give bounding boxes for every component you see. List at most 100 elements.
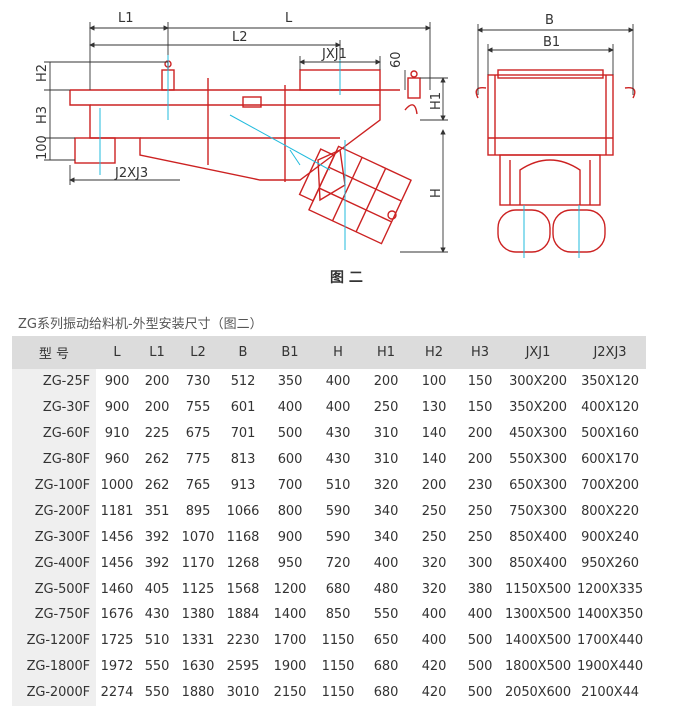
table-cell: 813: [230, 452, 256, 468]
table-cell: 351: [144, 503, 170, 519]
dim-JXJ1: JXJ1: [321, 47, 347, 62]
table-cell: 600: [277, 452, 303, 468]
table-cell: 1331: [181, 633, 215, 649]
table-cell: 1800X500: [504, 659, 571, 675]
table-cell: ZG-30F: [12, 394, 96, 421]
table-cell: 850X400: [509, 555, 567, 571]
table-cell: 350X120: [581, 374, 639, 390]
table-cell: 913: [230, 478, 256, 493]
table-cell: 250: [421, 503, 447, 519]
table-cell: 900: [277, 529, 303, 545]
table-cell: ZG-2000F: [12, 679, 96, 706]
table-cell: 1400X500: [504, 633, 571, 649]
table-cell: 420: [421, 659, 447, 675]
table-cell: 590: [325, 529, 351, 545]
table-cell: 1700X440: [576, 633, 643, 649]
table-cell: 1900: [273, 659, 307, 675]
table-cell: 680: [373, 659, 399, 675]
column-header: B: [220, 336, 266, 369]
table-cell: 380: [467, 581, 493, 597]
dim-H1: H1: [429, 92, 444, 110]
table-cell: 200: [467, 426, 493, 442]
table-cell: 1125: [181, 581, 215, 597]
table-cell: 262: [144, 452, 170, 468]
table-cell: 250: [467, 529, 493, 545]
table-cell: 200: [421, 478, 447, 493]
table-cell: 150: [467, 374, 493, 390]
table-cell: 2100X44: [581, 685, 639, 701]
dim-B: B: [545, 13, 554, 28]
table-cell: 200: [373, 374, 399, 390]
table-cell: 720: [325, 555, 351, 571]
table-cell: 350X200: [509, 400, 567, 416]
dim-H2: H2: [35, 64, 50, 82]
table-cell: 510: [144, 633, 170, 649]
table-cell: 1066: [226, 503, 260, 519]
table-cell: 1725: [100, 633, 134, 649]
table-cell: 1400X350: [576, 607, 643, 623]
table-cell: 775: [185, 452, 211, 468]
table-cell: 1972: [100, 659, 134, 675]
table-cell: 480: [373, 581, 399, 597]
table-cell: 1181: [100, 503, 134, 519]
table-cell: 550: [144, 685, 170, 701]
table-caption: ZG系列振动给料机-外型安装尺寸（图二）: [18, 317, 263, 332]
table-cell: 1676: [100, 607, 134, 623]
table-cell: 400: [325, 374, 351, 390]
table-cell: 310: [373, 452, 399, 468]
table-cell: 320: [421, 581, 447, 597]
dim-J2XJ3: J2XJ3: [114, 166, 148, 181]
table-cell: 450X300: [509, 426, 567, 442]
table-cell: 392: [144, 529, 170, 545]
table-cell: 590: [325, 503, 351, 519]
table-cell: 262: [144, 478, 170, 493]
table-cell: 1456: [100, 529, 134, 545]
dim-L1: L1: [118, 11, 134, 26]
table-cell: 100: [421, 374, 447, 390]
table-cell: 1460: [100, 581, 134, 597]
table-cell: 765: [185, 478, 211, 493]
table-cell: 1070: [181, 529, 215, 545]
table-cell: 680: [373, 685, 399, 701]
table-cell: 730: [185, 374, 211, 390]
table-cell: 512: [230, 374, 256, 390]
dim-H3: H3: [35, 106, 50, 124]
table-cell: 800X220: [581, 503, 639, 519]
column-header: L2: [176, 336, 220, 369]
table-cell: 2274: [100, 685, 134, 701]
table-cell: 300X200: [509, 374, 567, 390]
table-cell: 500: [467, 633, 493, 649]
front-view: [475, 69, 636, 253]
table-cell: 601: [230, 400, 256, 416]
table-cell: 900: [104, 400, 130, 416]
column-header: 型 号: [12, 336, 96, 369]
table-cell: 1000: [100, 478, 134, 493]
table-cell: 400: [421, 607, 447, 623]
table-cell: 320: [421, 555, 447, 571]
table-cell: 405: [144, 581, 170, 597]
figure-label: 图 二: [330, 270, 363, 286]
table-cell: 400: [373, 555, 399, 571]
table-cell: 130: [421, 400, 447, 416]
table-cell: 392: [144, 555, 170, 571]
table-cell: 1150X500: [504, 581, 571, 597]
table-cell: 701: [230, 426, 256, 442]
side-view: [69, 60, 421, 245]
dim-B1: B1: [543, 35, 560, 50]
table-cell: ZG-400F: [12, 550, 96, 577]
table-cell: 1268: [226, 555, 260, 571]
table-cell: 1568: [226, 581, 260, 597]
table-cell: 230: [467, 478, 493, 493]
table-cell: 750X300: [509, 503, 567, 519]
table-cell: ZG-1800F: [12, 653, 96, 680]
dimension-lines: [44, 22, 634, 253]
